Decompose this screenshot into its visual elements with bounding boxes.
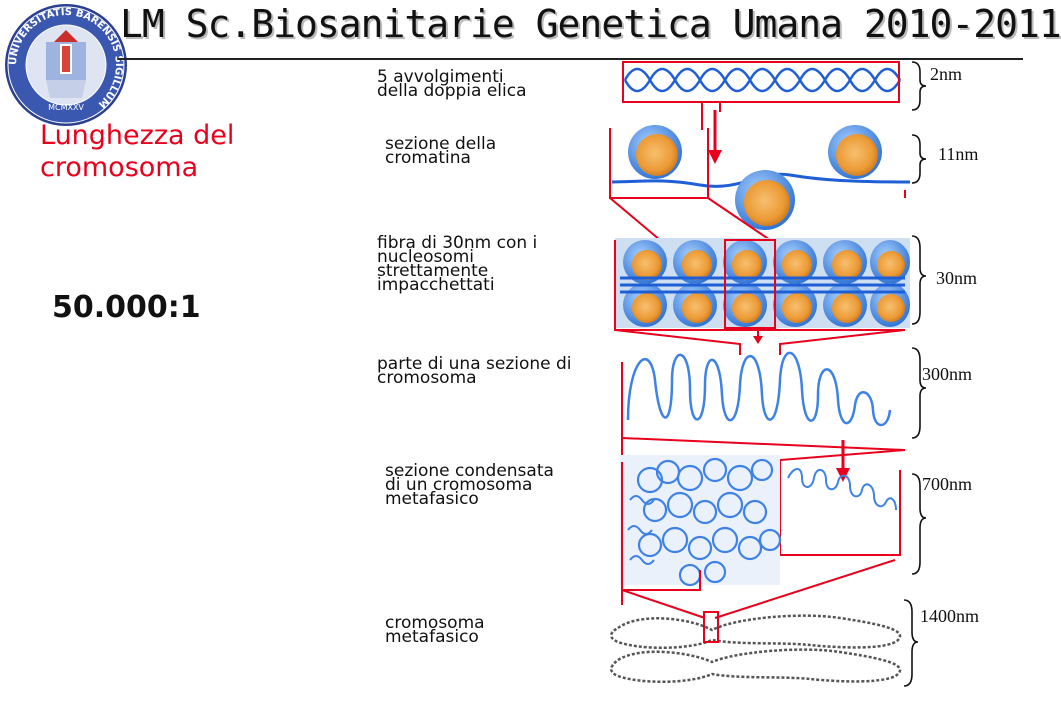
- seal-year: MCMXXV: [48, 103, 84, 112]
- size-label-2nm: 2nm: [930, 64, 963, 84]
- size-label-300nm: 300nm: [922, 364, 973, 384]
- condensed-chromosome-section: [620, 455, 897, 587]
- size-label-700nm: 700nm: [922, 474, 973, 494]
- metaphase-chromosome: [610, 614, 902, 683]
- slide-subtitle: Lunghezza del cromosoma: [40, 120, 310, 184]
- centromere-frame: [703, 611, 719, 643]
- level-label-metaphase-chromosome: cromosoma metafasico: [385, 613, 485, 647]
- looped-chromatin-domains: [626, 351, 892, 427]
- chromatin-frame: [609, 128, 709, 199]
- level-label-chromatin: sezione della cromatina: [385, 134, 497, 168]
- level-label-30nm-fiber: fibra di 30nm con i nucleosomi strettame…: [377, 233, 538, 295]
- size-braces: [903, 61, 927, 687]
- slide-title: LM Sc.Biosanitarie Genetica Umana 2010-2…: [120, 2, 1061, 46]
- level-label-chromosome-section: parte di una sezione di cromosoma: [377, 354, 572, 388]
- level-label-condensed-section: sezione condensata di un cromosoma metaf…: [385, 461, 554, 509]
- title-underline: [118, 58, 1023, 60]
- scale-ratio: 50.000:1: [52, 290, 201, 325]
- dna-double-helix: [623, 67, 902, 93]
- size-label-11nm: 11nm: [938, 144, 979, 164]
- 30nm-fiber: [615, 238, 910, 328]
- chromatin-beads-on-string: [611, 125, 911, 230]
- level-label-dna: 5 avvolgimenti della doppia elica: [377, 67, 527, 101]
- size-label-30nm: 30nm: [936, 268, 978, 288]
- subtitle-line-2: cromosoma: [40, 152, 199, 183]
- chromatin-compaction-diagram: [609, 61, 927, 687]
- dna-frame: [622, 61, 900, 103]
- subtitle-line-1: Lunghezza del: [40, 120, 235, 151]
- 700nm-frame: [621, 462, 701, 605]
- size-label-1400nm: 1400nm: [920, 606, 980, 626]
